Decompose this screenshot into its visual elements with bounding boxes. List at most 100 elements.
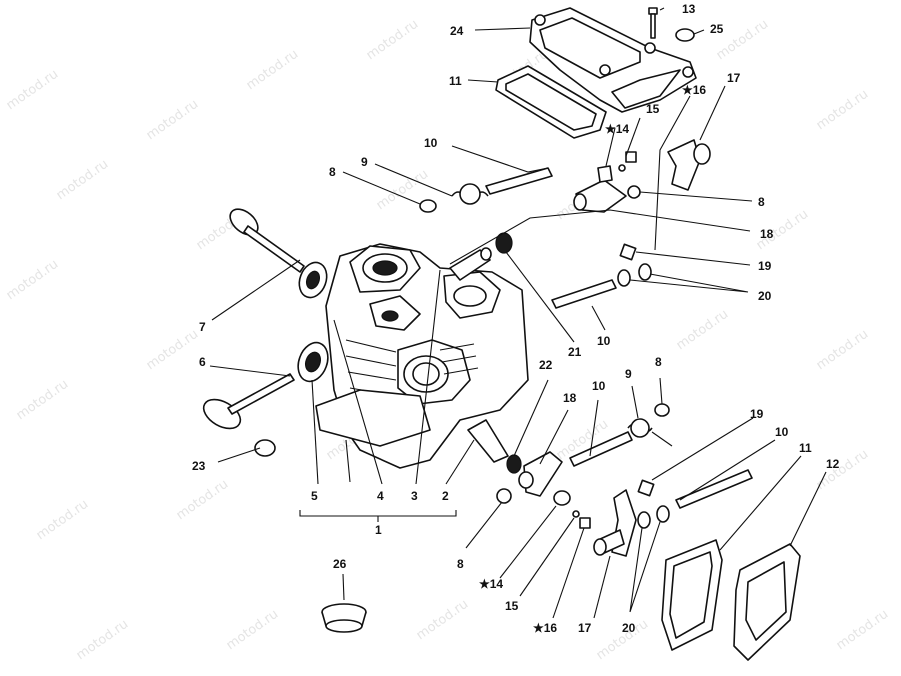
valve-seal-lower xyxy=(297,341,329,383)
watermark-text: motod.ru xyxy=(14,377,71,423)
plug-small xyxy=(254,439,276,457)
callout-6: 6 xyxy=(199,355,206,369)
watermark-text: motod.ru xyxy=(4,67,61,113)
shaft-10-lower-right xyxy=(675,469,753,509)
cylinder-head xyxy=(315,243,529,469)
shaft-10-middle xyxy=(551,279,617,309)
callout-16-upper: ★16 xyxy=(682,83,706,97)
valve-cover-top xyxy=(529,7,697,113)
callout-17-upper: 17 xyxy=(727,71,741,85)
callout-8-lower-right: 8 xyxy=(655,355,662,369)
watermark-text: motod.ru xyxy=(34,497,91,543)
valve-lower xyxy=(202,373,295,430)
callout-8-lower-left: 8 xyxy=(457,557,464,571)
guide-tube-2 xyxy=(449,247,492,281)
watermark-text: motod.ru xyxy=(814,327,871,373)
callout-8-upper-left: 8 xyxy=(329,165,336,179)
rocker-arm-17-upper xyxy=(667,139,711,191)
callout-25: 25 xyxy=(710,22,724,36)
callout-9-upper: 9 xyxy=(361,155,368,169)
nut-19-upper xyxy=(619,243,637,261)
callout-18-upper: 18 xyxy=(760,227,774,241)
watermark-text: motod.ru xyxy=(144,327,201,373)
washer-20-b xyxy=(638,263,652,281)
callout-19-upper: 19 xyxy=(758,259,772,273)
gasket-lower xyxy=(661,539,723,651)
callout-8-upper-right: 8 xyxy=(758,195,765,209)
callout-9-lower: 9 xyxy=(625,367,632,381)
rocker-arm-17-lower xyxy=(593,489,637,557)
callout-14-upper: ★14 xyxy=(605,122,629,136)
shaft-10-upper xyxy=(485,167,553,195)
washer-8-upper-right xyxy=(627,185,641,199)
washer-8-lower-left xyxy=(496,488,512,504)
cup-plug xyxy=(321,603,367,633)
gasket-top xyxy=(495,65,607,139)
callout-10-lower-right: 10 xyxy=(775,425,789,439)
washer-20-a xyxy=(617,269,631,287)
valve-seal-upper xyxy=(298,261,328,299)
pad-16-upper xyxy=(625,151,637,163)
watermark-text: motod.ru xyxy=(54,157,111,203)
watermark-text: motod.ru xyxy=(244,47,301,93)
spring-upper xyxy=(451,183,489,205)
watermark-text: motod.ru xyxy=(4,257,61,303)
washer-8-upper xyxy=(419,199,437,213)
callout-10-upper: 10 xyxy=(424,136,438,150)
shaft-10-lower xyxy=(569,431,633,467)
callout-24: 24 xyxy=(450,24,464,38)
callout-4: 4 xyxy=(377,489,384,503)
callout-11-lower: 11 xyxy=(799,441,812,455)
callout-21: 21 xyxy=(568,345,582,359)
watermark-text: motod.ru xyxy=(814,447,871,493)
callout-26: 26 xyxy=(333,557,347,571)
callout-labels: 1 2 3 4 5 6 7 8 8 8 8 9 9 10 10 10 10 11… xyxy=(192,2,840,635)
valve-cover-lower xyxy=(733,543,801,661)
rocker-arm-18-upper xyxy=(573,179,627,213)
callout-10-lower: 10 xyxy=(592,379,606,393)
callout-1: 1 xyxy=(375,523,382,537)
spring-lower xyxy=(627,418,673,447)
nut-15-upper xyxy=(618,164,626,172)
callout-20-upper: 20 xyxy=(758,289,772,303)
valve-upper xyxy=(229,208,305,273)
callout-11-upper: 11 xyxy=(449,74,462,88)
pad-16-lower xyxy=(579,517,591,529)
callout-2: 2 xyxy=(442,489,449,503)
callout-5: 5 xyxy=(311,489,318,503)
watermark-text: motod.ru xyxy=(224,607,281,653)
watermark-text: motod.ru xyxy=(814,87,871,133)
leader-lines xyxy=(209,7,827,619)
watermark-text: motod.ru xyxy=(414,597,471,643)
callout-22: 22 xyxy=(539,358,553,372)
washer-20-d xyxy=(656,505,670,523)
adjuster-14-upper xyxy=(597,165,613,183)
callout-10-middle: 10 xyxy=(597,334,611,348)
watermark-text: motod.ru xyxy=(144,97,201,143)
callout-17-lower: 17 xyxy=(578,621,592,635)
watermark-text: motod.ru xyxy=(74,617,131,663)
washer-20-c xyxy=(637,511,651,529)
cap-small xyxy=(675,28,695,42)
nut-19-lower xyxy=(637,479,655,497)
callout-3: 3 xyxy=(411,489,418,503)
callout-23: 23 xyxy=(192,459,206,473)
watermark-text: motod.ru xyxy=(364,17,421,63)
watermark-text: motod.ru xyxy=(674,307,731,353)
watermark-text: motod.ru xyxy=(174,477,231,523)
callout-14-lower: ★14 xyxy=(479,577,503,591)
nut-15-lower xyxy=(572,510,580,518)
bearing-22 xyxy=(506,454,522,474)
callout-12: 12 xyxy=(826,457,840,471)
adjuster-14-lower xyxy=(553,490,571,506)
callout-19-lower: 19 xyxy=(750,407,764,421)
guide-tube-lower xyxy=(467,419,509,463)
callout-13: 13 xyxy=(682,2,696,16)
callout-20-lower: 20 xyxy=(622,621,636,635)
rocker-arm-18-lower xyxy=(518,451,563,497)
bolt-top xyxy=(648,7,658,39)
callout-15-lower: 15 xyxy=(505,599,519,613)
callout-7: 7 xyxy=(199,320,206,334)
callout-16-lower: ★16 xyxy=(533,621,557,635)
